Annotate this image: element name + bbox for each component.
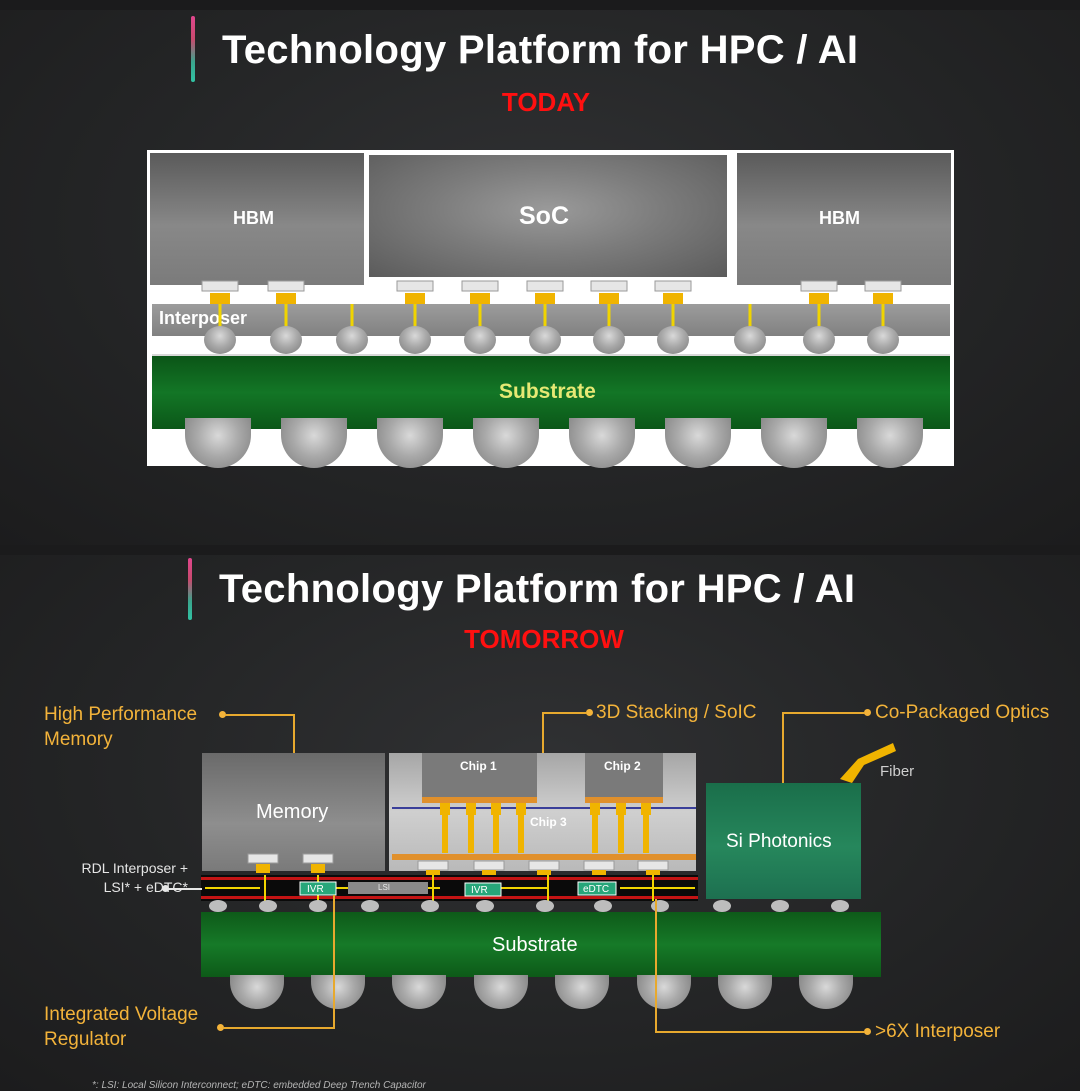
annotation-leader (543, 712, 587, 714)
annotation-dot (162, 885, 169, 892)
annotation-dot (586, 709, 593, 716)
chip2-bond-layer (585, 797, 663, 803)
annotation-rdl-interposer: RDL Interposer + LSI* + eDTC* (81, 860, 188, 895)
c4-bump (399, 326, 431, 354)
soc-die (367, 153, 729, 279)
rdl-top-layer (201, 877, 698, 880)
annotation-leader (782, 712, 784, 783)
hbm-left-label: HBM (233, 208, 274, 228)
micro-bumps (210, 293, 893, 304)
chip2-label: Chip 2 (604, 759, 641, 773)
annotation-leader (542, 712, 544, 753)
slide-title: Technology Platform for HPC / AI (219, 567, 856, 611)
hbm-right-label: HBM (819, 208, 860, 228)
edtc-label: eDTC (583, 884, 610, 895)
hbm-right-die (737, 153, 951, 285)
annotation-leader (293, 714, 295, 753)
substrate-layer (152, 354, 950, 429)
annotation-dot (864, 1028, 871, 1035)
annotation-dot (217, 1024, 224, 1031)
si-photonics-die (706, 783, 861, 899)
tomorrow-interconnects (201, 743, 896, 912)
title-accent-bar (188, 558, 192, 620)
annotation-leader (656, 1031, 865, 1033)
chip3-bond-layer (392, 854, 696, 860)
c4-bump (593, 326, 625, 354)
chip1-bond-layer (422, 797, 537, 803)
si-photonics-label: Si Photonics (726, 831, 832, 852)
memory-die (202, 753, 385, 871)
c4-bump (657, 326, 689, 354)
micro-bump-pads (247, 853, 669, 871)
c4-bumps (209, 900, 849, 912)
annotation-leader (225, 714, 294, 716)
c4-bump (734, 326, 766, 354)
micro-bump-pads (201, 280, 902, 292)
slide-title: Technology Platform for HPC / AI (222, 28, 859, 72)
c4-bump (529, 326, 561, 354)
package-diagram-today: HBM SoC HBM Interposer (147, 150, 954, 468)
substrate-layer (201, 912, 881, 977)
ivr-label-1: IVR (307, 884, 324, 895)
substrate-label: Substrate (492, 934, 578, 956)
c4-bump (464, 326, 496, 354)
annotation-dot (219, 711, 226, 718)
soc-label: SoC (519, 202, 569, 230)
annotation-6x-interposer: >6X Interposer (875, 1021, 1001, 1042)
chip1-die (422, 753, 537, 799)
annotation-integrated-voltage-regulator: Integrated Voltage Regulator (44, 1004, 199, 1050)
c4-bump (270, 326, 302, 354)
lsi-label: LSI (378, 883, 391, 892)
embedded-components (299, 881, 617, 897)
annotation-3d-stacking: 3D Stacking / SoIC (596, 702, 757, 723)
footnote: *: LSI: Local Silicon Interconnect; eDTC… (92, 1080, 426, 1091)
slide-subtitle-tomorrow: TOMORROW (464, 624, 624, 654)
substrate-label: Substrate (499, 380, 596, 403)
fiber-shape (840, 743, 896, 783)
chip1-label: Chip 1 (460, 759, 497, 773)
slide-subtitle-today: TODAY (501, 87, 591, 117)
slide-tomorrow: Technology Platform for HPC / AI TOMORRO… (0, 555, 1080, 1091)
c4-bump (336, 326, 368, 354)
fiber-label: Fiber (880, 763, 915, 780)
top-interconnects (201, 280, 902, 336)
annotation-leader (783, 712, 865, 714)
c4-bump (867, 326, 899, 354)
annotation-leader (168, 888, 202, 890)
memory-label: Memory (256, 801, 329, 823)
chip3-label: Chip 3 (530, 815, 567, 829)
annotation-leader (655, 899, 657, 1033)
annotation-leader (223, 1027, 334, 1029)
title-accent-bar (191, 16, 195, 82)
interposer-label: Interposer (159, 308, 248, 328)
annotation-leader (333, 895, 335, 1029)
c4-bump (204, 326, 236, 354)
rdl-bottom-layer (201, 896, 698, 899)
annotation-dot (864, 709, 871, 716)
micro-bumps (256, 864, 660, 876)
chip2-die (585, 753, 663, 799)
slide-today: Technology Platform for HPC / AI TODAY H… (0, 10, 1080, 545)
ivr-label-2: IVR (471, 885, 488, 896)
hbm-left-die (150, 153, 364, 285)
c4-bump (803, 326, 835, 354)
annotation-co-packaged-optics: Co-Packaged Optics (875, 702, 1050, 723)
hybrid-bond-pillars (440, 803, 651, 853)
annotation-high-performance-memory: High Performance Memory (44, 704, 198, 750)
